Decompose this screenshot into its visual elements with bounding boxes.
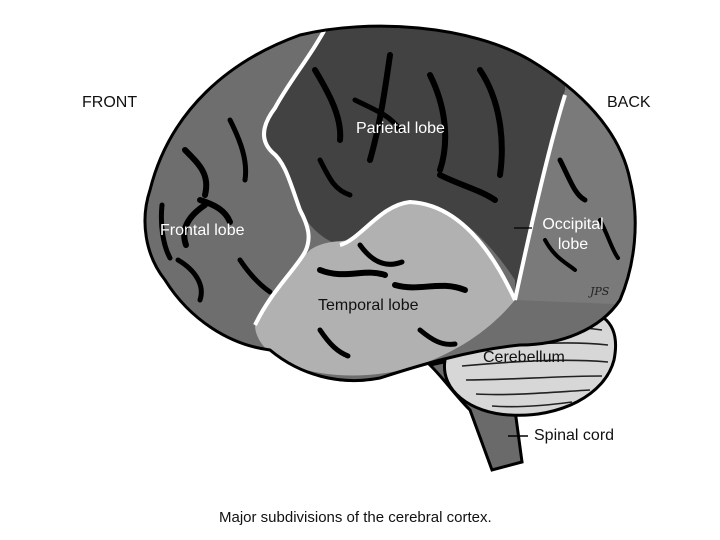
cerebrum-outline [143, 24, 637, 383]
front-label: FRONT [82, 94, 138, 111]
artist-signature: JPS [590, 285, 610, 298]
parietal-region [264, 26, 565, 300]
parietal-lobe-label: Parietal lobe [356, 120, 445, 137]
cerebellum-label: Cerebellum [483, 349, 565, 366]
caption: Major subdivisions of the cerebral corte… [219, 509, 492, 526]
temporal-lobe-label: Temporal lobe [318, 297, 419, 314]
back-label: BACK [607, 94, 651, 111]
occipital-lobe-label-line2: lobe [557, 236, 589, 253]
frontal-lobe-label: Frontal lobe [160, 222, 245, 239]
sulci [158, 52, 620, 359]
spinal-cord-label: Spinal cord [534, 427, 615, 444]
lobe-boundaries [253, 26, 567, 326]
occipital-lobe-label-line1: Occipital [542, 216, 604, 233]
